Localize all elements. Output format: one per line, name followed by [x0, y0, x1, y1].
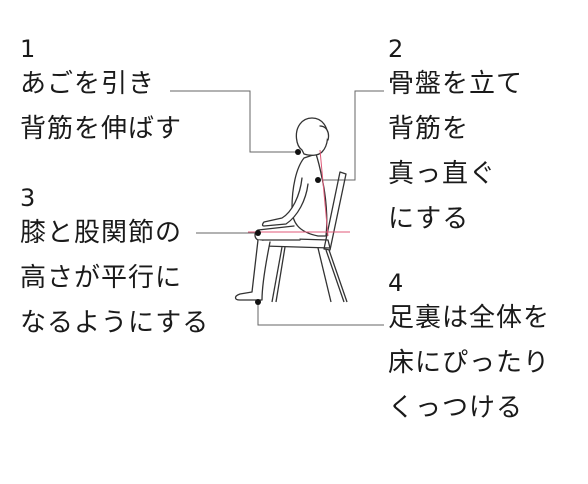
note-number: 4 [388, 269, 404, 297]
note-text-line: 骨盤を立て [388, 69, 524, 99]
note-number: 1 [20, 35, 36, 63]
note-4: 4 足裏は全体を 床にぴったり くっつける [388, 270, 550, 431]
note-text-line: くっつける [388, 393, 524, 423]
spine-line [319, 149, 329, 237]
pelvis-dot [315, 177, 321, 183]
leader-line-1 [170, 90, 298, 153]
knee-dot [255, 230, 261, 236]
note-2: 2 骨盤を立て 背筋を 真っ直ぐ にする [388, 36, 523, 242]
chair [261, 171, 348, 303]
leader-line-2 [318, 90, 384, 181]
person [234, 117, 330, 301]
foot-dot [255, 299, 261, 305]
note-text-line: 床にぴったり [388, 348, 551, 378]
note-1: 1 あごを引き 背筋を伸ばす [20, 36, 182, 152]
leader-line-4 [257, 302, 384, 326]
note-number: 2 [388, 35, 404, 63]
note-number: 3 [20, 184, 36, 212]
note-text-line: 足裏は全体を [388, 303, 551, 333]
note-text-line: なるようにする [20, 308, 210, 338]
note-text-line: 真っ直ぐ [388, 159, 497, 189]
note-text-line: あごを引き [20, 69, 156, 99]
note-text-line: 背筋を [388, 114, 470, 144]
note-3: 3 膝と股関節の 高さが平行に なるようにする [20, 185, 209, 346]
chin-dot [295, 149, 301, 155]
note-text-line: 背筋を伸ばす [20, 114, 183, 144]
note-text-line: にする [388, 204, 470, 234]
note-text-line: 膝と股関節の [20, 218, 183, 248]
note-text-line: 高さが平行に [20, 263, 183, 293]
